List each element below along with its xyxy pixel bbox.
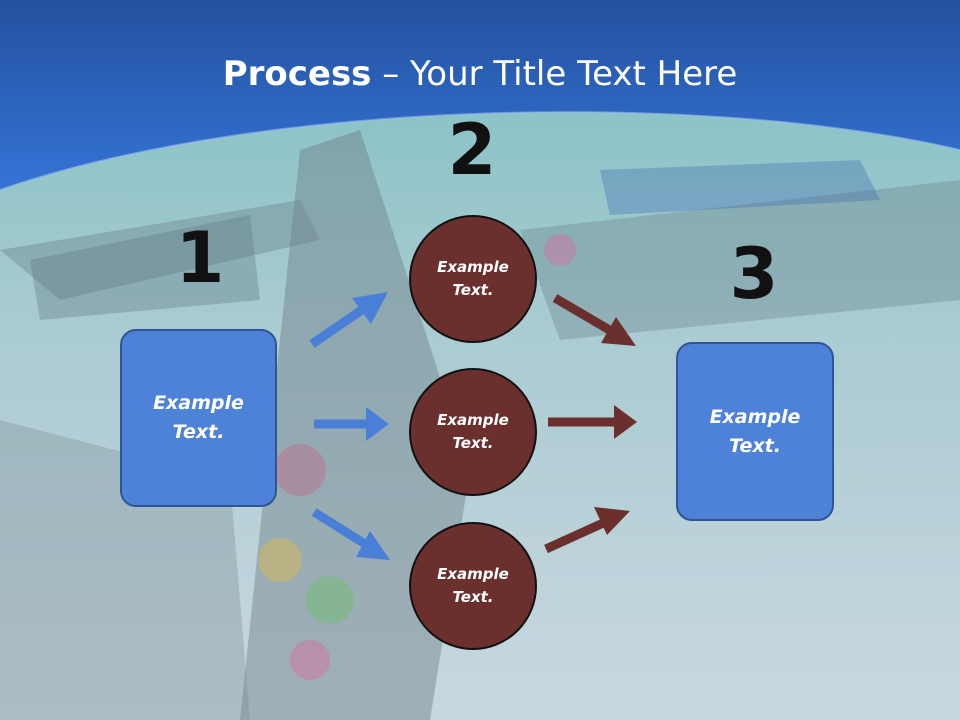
node-top: Example Text. xyxy=(409,215,537,343)
slide-title: Process – Your Title Text Here xyxy=(0,52,960,96)
node-bottom: Example Text. xyxy=(409,522,537,650)
node-middle: Example Text. xyxy=(409,368,537,496)
title-bold-part: Process xyxy=(222,54,372,94)
title-rest-part: – Your Title Text Here xyxy=(371,54,738,94)
node-middle-text: Example Text. xyxy=(437,411,509,452)
step-3-text: Example Text. xyxy=(709,405,801,457)
step-3-box: Example Text. xyxy=(676,342,834,521)
step-number-2: 2 xyxy=(447,109,497,191)
step-1-text: Example Text. xyxy=(153,392,244,443)
step-number-1: 1 xyxy=(175,217,225,299)
node-bottom-text: Example Text. xyxy=(437,565,509,606)
step-number-3: 3 xyxy=(729,233,779,315)
step-1-box: Example Text. xyxy=(120,329,277,507)
node-top-text: Example Text. xyxy=(437,258,509,299)
